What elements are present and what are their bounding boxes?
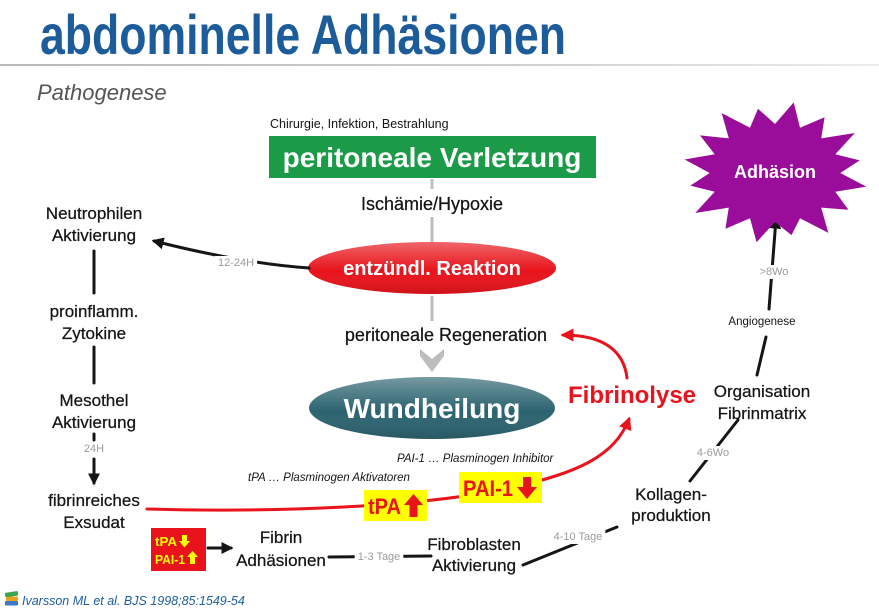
organisation-label-line2: Fibrinmatrix bbox=[718, 404, 807, 423]
page-subtitle: Pathogenese bbox=[37, 80, 167, 105]
angiogenesis-to-adhesion-arrow bbox=[767, 216, 782, 311]
arrow-down-icon bbox=[517, 477, 537, 499]
title-rule bbox=[0, 64, 879, 66]
fibrinolysis-label: Fibrinolyse bbox=[568, 382, 696, 409]
arrow-up-icon bbox=[187, 551, 198, 564]
onset-time-label-bg bbox=[214, 256, 258, 270]
arrow-down-icon bbox=[179, 535, 190, 548]
neutrophil-label-line2: Aktivierung bbox=[52, 226, 136, 245]
ischemia-label: Ischämie/Hypoxie bbox=[361, 194, 503, 214]
cytokine-label-line2: Zytokine bbox=[62, 324, 126, 343]
exudate-label-line1: fibrinreiches bbox=[48, 491, 140, 510]
inflammation-ellipse-shine bbox=[308, 242, 556, 294]
t3-label: 4-6Wo bbox=[697, 447, 729, 459]
neutrophil-label-line1: Neutrophilen bbox=[46, 204, 142, 223]
fibrinolysis-to-regeneration-arrow bbox=[560, 328, 629, 380]
t1-label: 1-3 Tage bbox=[358, 551, 401, 563]
pai-definition: PAI-1 … Plasminogen Inhibitor bbox=[397, 453, 555, 465]
pai-decrease-badge: PAI-1 bbox=[459, 472, 542, 503]
collagen-label-line1: Kollagen- bbox=[635, 485, 707, 504]
page-title: abdominelle Adhäsionen bbox=[40, 3, 566, 66]
organisation-label-line1: Organisation bbox=[714, 382, 810, 401]
starburst-icon bbox=[684, 102, 867, 243]
causes-label: Chirurgie, Infektion, Bestrahlung bbox=[270, 117, 449, 131]
tpa-badge-label: tPA bbox=[368, 494, 401, 519]
arrow-up-icon bbox=[404, 494, 423, 517]
regeneration-label: peritoneale Regeneration bbox=[345, 325, 547, 345]
collagen-label-line2: produktion bbox=[631, 506, 710, 525]
injury-box bbox=[269, 136, 596, 178]
healing-ellipse-shine bbox=[309, 377, 555, 439]
tpa-definition: tPA … Plasminogen Aktivatoren bbox=[248, 472, 410, 484]
impaired-fibrinolysis-badge: tPA PAI-1 bbox=[151, 528, 206, 571]
fibrin-adhesions-line1: Fibrin bbox=[260, 528, 303, 547]
mesothel-label-line1: Mesothel bbox=[60, 391, 129, 410]
chevron-down-icon bbox=[420, 349, 444, 372]
pai-badge-label: PAI-1 bbox=[463, 476, 513, 501]
t4-label-bg bbox=[756, 265, 792, 279]
inflammation-label: entzündl. Reaktion bbox=[343, 258, 521, 280]
books-icon bbox=[4, 591, 19, 606]
t3-label-bg bbox=[693, 446, 733, 460]
onset-time-label: 12-24H bbox=[218, 257, 254, 269]
exudate-label-line2: Exsudat bbox=[63, 513, 125, 532]
citation: Ivarsson ML et al. BJS 1998;85:1549-54 bbox=[22, 594, 245, 608]
exudate-time-label: 24H bbox=[84, 443, 104, 455]
angiogenesis-label: Angiogenese bbox=[728, 316, 795, 328]
t1-label-bg bbox=[354, 550, 404, 564]
fibroblast-label-line1: Fibroblasten bbox=[427, 535, 521, 554]
mesothel-label-line2: Aktivierung bbox=[52, 413, 136, 432]
fibroblast-label-line2: Aktivierung bbox=[432, 556, 516, 575]
impaired-tpa-label: tPA bbox=[155, 534, 178, 549]
injury-label: peritoneale Verletzung bbox=[283, 142, 582, 173]
organisation-to-angiogenesis-connector bbox=[755, 335, 768, 377]
t2-label-bg bbox=[550, 530, 606, 544]
healing-label: Wundheilung bbox=[344, 393, 521, 424]
impaired-pai-label: PAI-1 bbox=[155, 552, 185, 567]
impaired-badge-bg bbox=[151, 528, 206, 571]
adhesion-result-label: Adhäsion bbox=[734, 162, 816, 182]
t2-label: 4-10 Tage bbox=[554, 531, 603, 543]
t4-label: >8Wo bbox=[760, 266, 789, 278]
tpa-increase-badge: tPA bbox=[364, 490, 427, 521]
cytokine-label-line1: proinflamm. bbox=[50, 302, 139, 321]
fibrin-adhesions-line2: Adhäsionen bbox=[236, 551, 326, 570]
